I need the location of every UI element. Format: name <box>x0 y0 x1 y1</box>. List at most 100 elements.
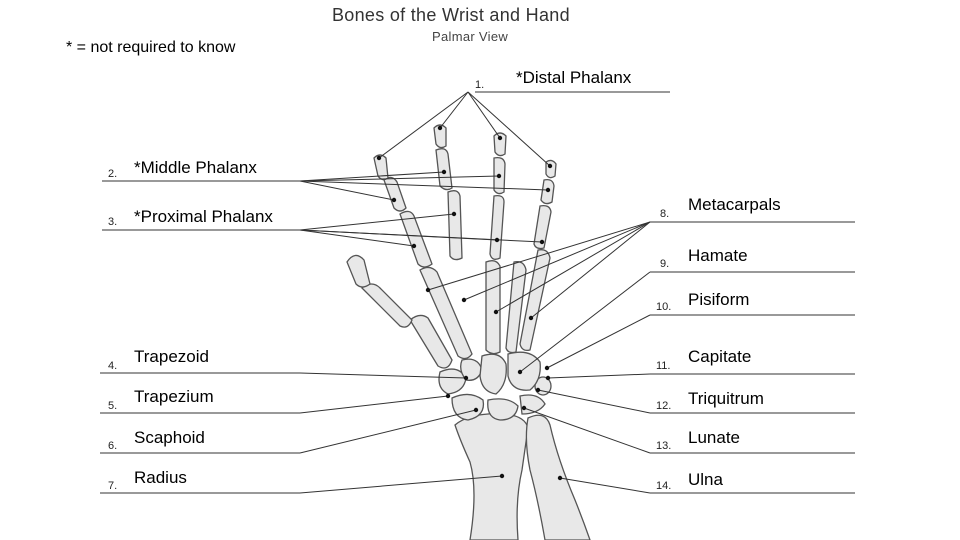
leader-5 <box>299 395 449 414</box>
leader-2c <box>299 175 500 182</box>
dot-8d <box>528 315 534 321</box>
ring-proximal-phalanx <box>489 194 505 260</box>
dot-11 <box>545 375 551 381</box>
label-number-4: 4. <box>108 360 118 372</box>
little-distal-phalanx <box>545 159 557 179</box>
label-scaphoid: Scaphoid <box>134 428 205 447</box>
label-radius: Radius <box>134 468 187 487</box>
label-distal-phalanx: *Distal Phalanx <box>516 68 632 87</box>
label-hamate: Hamate <box>688 246 748 265</box>
leader-8b <box>463 221 651 301</box>
dot-3c <box>494 237 500 243</box>
label-number-10: 10. <box>656 301 672 313</box>
metacarpal-3 <box>485 260 501 355</box>
leader-8a <box>427 221 651 291</box>
leader-9 <box>519 271 651 373</box>
dot-7 <box>499 473 505 479</box>
hamate-bone <box>507 351 541 391</box>
leader-12 <box>537 389 651 414</box>
leader-8d <box>530 221 651 319</box>
lunate-bone <box>487 398 519 421</box>
label-capitate: Capitate <box>688 347 752 366</box>
label-number-8: 8. <box>660 208 670 220</box>
label-triquitrum: Triquitrum <box>688 389 764 408</box>
label-ulna: Ulna <box>688 470 723 489</box>
label-lunate: Lunate <box>688 428 740 447</box>
label-middle-phalanx: *Middle Phalanx <box>134 158 257 177</box>
leader-3b <box>299 213 455 231</box>
dot-2a <box>391 197 397 203</box>
label-number-11: 11. <box>656 360 671 372</box>
leader-4 <box>299 372 467 379</box>
label-pisiform: Pisiform <box>688 290 750 309</box>
label-number-12: 12. <box>656 400 672 412</box>
dot-8c <box>493 309 499 315</box>
dot-3d <box>539 239 545 245</box>
label-number-13: 13. <box>656 440 672 452</box>
label-trapezoid: Trapezoid <box>134 347 209 366</box>
index-proximal-phalanx <box>399 210 433 268</box>
capitate-bone <box>479 353 507 395</box>
label-number-1: 1. <box>475 79 485 91</box>
label-number-3: 3. <box>108 216 118 228</box>
label-leader-lines <box>100 91 855 494</box>
dot-1a <box>376 155 382 161</box>
index-middle-phalanx <box>383 176 407 212</box>
thumb-proximal-phalanx <box>361 283 413 328</box>
leader-6 <box>299 409 477 454</box>
label-number-14: 14. <box>656 480 672 492</box>
dot-3b <box>451 211 457 217</box>
leader-2b <box>299 171 445 182</box>
label-trapezium: Trapezium <box>134 387 214 406</box>
dot-10 <box>544 365 550 371</box>
metacarpal-1 <box>409 314 453 369</box>
label-number-2: 2. <box>108 168 118 180</box>
leader-2d <box>299 180 549 191</box>
note-not-required: * = not required to know <box>66 39 236 56</box>
leader-end-dots <box>376 125 563 481</box>
middle-middle-phalanx <box>435 148 453 191</box>
thumb-distal-phalanx <box>346 254 371 288</box>
dot-8a <box>425 287 431 293</box>
label-number-6: 6. <box>108 440 118 452</box>
dot-3a <box>411 243 417 249</box>
leader-1a <box>378 91 469 159</box>
dot-8b <box>461 297 467 303</box>
leader-1c <box>467 91 501 139</box>
leader-1b <box>439 91 469 129</box>
leader-14 <box>559 477 651 494</box>
trapezoid-bone <box>460 358 483 381</box>
little-proximal-phalanx <box>533 204 552 250</box>
dot-2b <box>441 169 447 175</box>
dot-14 <box>557 475 563 481</box>
metacarpal-2 <box>419 266 473 360</box>
leader-10 <box>546 314 651 369</box>
label-number-7: 7. <box>108 480 118 492</box>
leader-3d <box>299 229 543 243</box>
leader-1d <box>467 91 551 167</box>
metacarpal-5 <box>519 249 551 352</box>
label-metacarpals: Metacarpals <box>688 195 781 214</box>
dot-2c <box>496 173 502 179</box>
dot-13 <box>521 405 527 411</box>
label-number-9: 9. <box>660 258 670 270</box>
index-distal-phalanx <box>373 154 389 181</box>
middle-distal-phalanx <box>433 124 447 149</box>
dot-1b <box>437 125 443 131</box>
leader-8c <box>495 221 651 313</box>
dot-1c <box>497 135 503 141</box>
diagram-title: Bones of the Wrist and Hand <box>332 5 570 25</box>
dot-4 <box>463 375 469 381</box>
dot-2d <box>545 187 551 193</box>
leader-7 <box>299 475 503 494</box>
dot-6 <box>473 407 479 413</box>
dot-9 <box>517 369 523 375</box>
diagram-subtitle: Palmar View <box>432 29 509 44</box>
leader-3a <box>299 229 415 247</box>
leader-2a <box>299 180 395 201</box>
dot-5 <box>445 393 451 399</box>
middle-proximal-phalanx <box>447 190 463 261</box>
trapezium-bone <box>438 368 467 395</box>
